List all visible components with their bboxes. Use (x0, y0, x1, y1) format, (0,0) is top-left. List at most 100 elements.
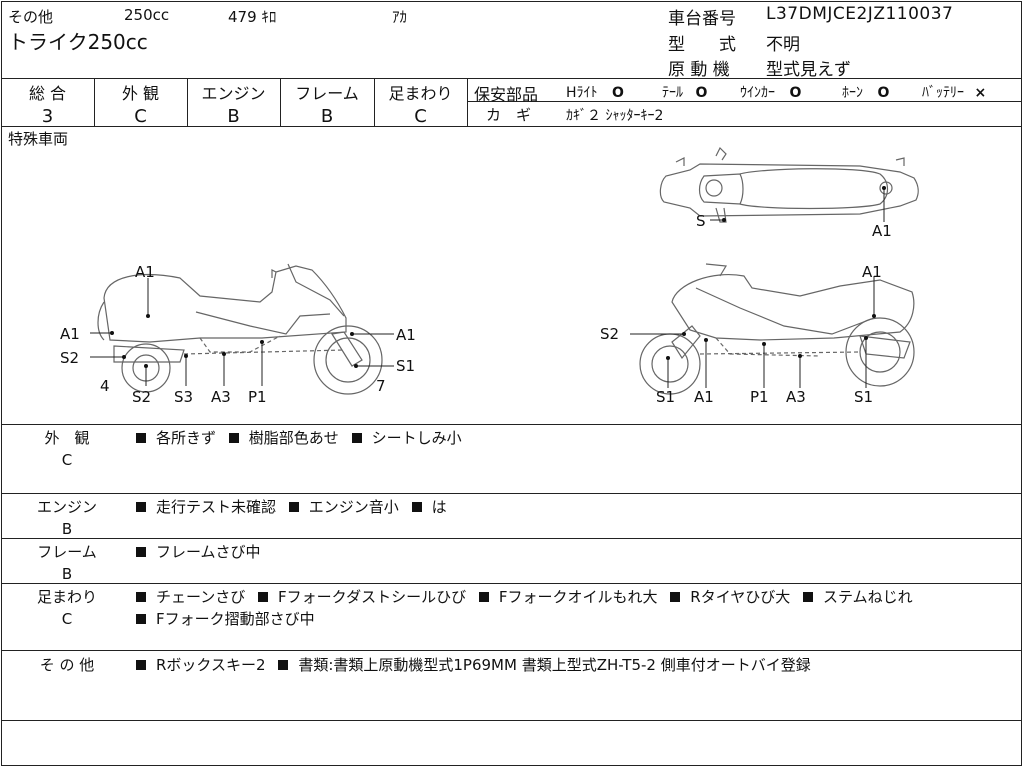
pointer-dot (666, 356, 670, 360)
safety-item-tail: ﾃｰﾙ O (662, 82, 707, 102)
frame-number-label: 車台番号 (668, 9, 736, 29)
pointer-dot (864, 336, 868, 340)
label-rs-bottom-a3: A3 (786, 388, 806, 406)
engine-model-label: 原 動 機 (668, 60, 730, 80)
note-item: Fフォークオイルもれ大 (498, 588, 658, 606)
note-items-other: Rボックスキー2 書類:書類上原動機型式1P69MM 書類上型式ZH-T5-2 … (136, 654, 1002, 676)
key-label: カ ギ (486, 106, 532, 124)
label-rs-bottom-a1: A1 (694, 388, 714, 406)
label-bottom-a3: A3 (211, 388, 231, 406)
label-rs-a1-top: A1 (862, 263, 882, 281)
label-bottom-s3: S3 (174, 388, 193, 406)
note-item: チェーンさび (156, 588, 246, 606)
safety-item-name: ﾊﾞｯﾃﾘｰ (922, 85, 964, 101)
label-top-a1: A1 (872, 222, 892, 240)
note-item: 走行テスト未確認 (156, 498, 277, 516)
grade-value: C (134, 106, 147, 127)
safety-item-name: ﾎｰﾝ (842, 85, 863, 101)
grade-label: エンジン (201, 84, 266, 103)
note-item: 書類:書類上原動機型式1P69MM 書類上型式ZH-T5-2 側車付オートバイ登… (298, 656, 811, 674)
note-items-exterior: 各所きず 樹脂部色あせ シートしみ小 (136, 427, 996, 449)
grade-label: 総 合 (28, 84, 67, 103)
grade-value: B (227, 106, 240, 127)
note-label-engine: エンジン B (24, 496, 110, 540)
note-label-text: 外 観 (44, 429, 90, 447)
pointer-dot (350, 332, 354, 336)
note-items-suspension: チェーンさび Fフォークダストシールひび Fフォークオイルもれ大 Rタイヤひび大… (136, 586, 1016, 630)
scooter-top-view-drawing (659, 146, 919, 223)
pointer-dot (146, 314, 150, 318)
type-value: 不明 (766, 35, 800, 55)
safety-item-name: Hﾗｲﾄ (566, 85, 598, 101)
note-item: シートしみ小 (371, 429, 462, 447)
model-name: トライク250cc (8, 30, 148, 54)
label-bottom-p1: P1 (248, 388, 267, 406)
label-rs-bottom-s1b: S1 (854, 388, 873, 406)
label-a1-top-left: A1 (135, 263, 155, 281)
label-rs-s2: S2 (600, 325, 619, 343)
note-grade: C (61, 610, 73, 628)
grade-value: C (414, 106, 427, 127)
note-grade: B (61, 520, 73, 538)
safety-item-battery: ﾊﾞｯﾃﾘｰ × (922, 82, 986, 102)
label-num-4: 4 (100, 377, 110, 395)
note-item: エンジン音小 (308, 498, 399, 516)
note-label-text: フレーム (37, 543, 97, 561)
safety-item-mark: O (877, 85, 890, 101)
note-label-other: そ の 他 (24, 654, 110, 676)
label-s1-right: S1 (396, 357, 415, 375)
pointer-dot (354, 364, 358, 368)
note-item: 樹脂部色あせ (248, 429, 339, 447)
safety-item-mark: O (695, 85, 708, 101)
note-item: は (431, 498, 447, 516)
grade-suspension: 足まわり C (374, 80, 467, 127)
note-item: Fフォーク摺動部さび中 (156, 610, 315, 628)
pointer-dot (882, 186, 886, 190)
pointer-dot (222, 352, 226, 356)
note-items-frame: フレームさび中 (136, 541, 996, 563)
note-label-suspension: 足まわり C (24, 586, 110, 630)
grade-engine: エンジン B (187, 80, 280, 127)
pointer-dot (144, 364, 148, 368)
pointer-dot (722, 218, 726, 222)
note-item: Rタイヤひび大 (690, 588, 791, 606)
displacement: 250cc (124, 6, 170, 24)
safety-item-name: ﾃｰﾙ (662, 85, 683, 101)
note-label-text: そ の 他 (39, 656, 95, 674)
note-label-text: 足まわり (36, 588, 97, 606)
label-top-s: S (696, 212, 706, 230)
scooter-left-side-drawing (97, 263, 383, 395)
color: ｱｶ (392, 8, 408, 26)
category: その他 (8, 8, 54, 26)
note-grade: C (61, 451, 73, 469)
note-item: フレームさび中 (156, 543, 261, 561)
key-value: ｶｷﾞ２ ｼｬｯﾀｰｷｰ2 (566, 108, 664, 124)
label-num-7: 7 (376, 377, 386, 395)
note-label-frame: フレーム B (24, 541, 110, 585)
pointer-dot (260, 340, 264, 344)
grade-label: 外 観 (121, 84, 160, 103)
frame-number: L37DMJCE2JZ110037 (766, 4, 954, 24)
safety-item-mark: O (789, 85, 802, 101)
note-item: Rボックスキー2 (156, 656, 266, 674)
pointer-dot (184, 354, 188, 358)
type-label: 型 式 (668, 35, 736, 55)
pointer-dot (704, 338, 708, 342)
engine-model-value: 型式見えず (766, 60, 851, 80)
note-label-text: エンジン (36, 498, 97, 516)
note-item: ステムねじれ (823, 588, 913, 606)
safety-item-name: ｳｲﾝｶｰ (740, 85, 775, 101)
pointer-dot (798, 354, 802, 358)
note-item: 各所きず (156, 429, 217, 447)
safety-item-horn: ﾎｰﾝ O (842, 82, 889, 102)
safety-item-mark: O (611, 85, 624, 101)
label-a1-right: A1 (396, 326, 416, 344)
grade-frame: フレーム B (280, 80, 374, 127)
grade-exterior: 外 観 C (94, 80, 187, 127)
damage-diagram: A1 A1 S2 4 S2 S3 A3 P1 A1 S1 7 A1 S2 S1 … (60, 146, 919, 406)
label-rs-bottom-s1: S1 (656, 388, 675, 406)
pointer-dot (872, 314, 876, 318)
pointer-dot (762, 342, 766, 346)
note-item: Fフォークダストシールひび (278, 588, 467, 606)
